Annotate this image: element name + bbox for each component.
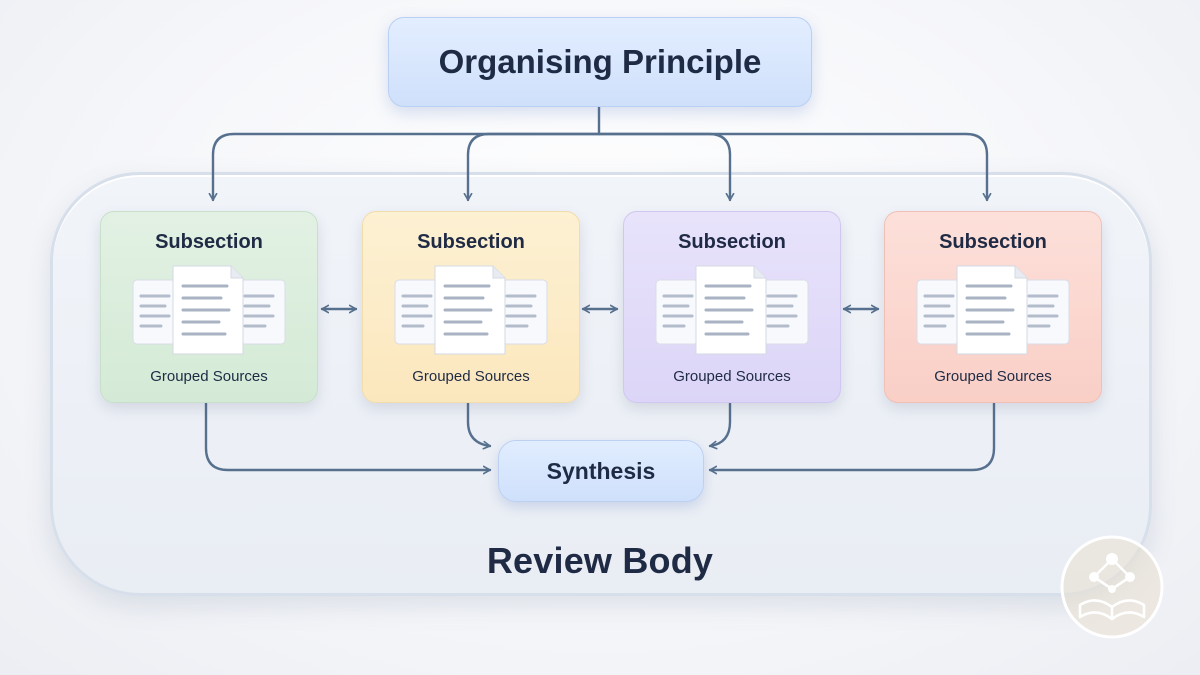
- subsection-title: Subsection: [939, 231, 1047, 253]
- document-stack-icon: [655, 265, 809, 355]
- document-stack-icon: [394, 265, 548, 355]
- subsection-card-2: Subsection Grouped Sources: [362, 211, 580, 403]
- subsection-title: Subsection: [417, 231, 525, 253]
- connector-subsection-4-to-synthesis: [708, 399, 996, 475]
- subsection-title: Subsection: [155, 231, 263, 253]
- subsection-caption: Grouped Sources: [412, 368, 530, 385]
- subsection-caption: Grouped Sources: [934, 368, 1052, 385]
- review-body-label: Review Body: [486, 540, 714, 581]
- connector-subsection-1-to-synthesis: [204, 399, 492, 475]
- connector-to-subsection-4: [597, 132, 992, 202]
- organising-principle-label: Organising Principle: [438, 43, 762, 80]
- document-stack-icon: [132, 265, 286, 355]
- subsection-caption: Grouped Sources: [673, 368, 791, 385]
- subsection-title: Subsection: [678, 231, 786, 253]
- connector-to-subsection-1: [208, 132, 601, 202]
- synthesis-box: Synthesis: [498, 440, 704, 502]
- synthesis-label: Synthesis: [546, 457, 656, 484]
- subsection-caption: Grouped Sources: [150, 368, 268, 385]
- organising-principle-box: Organising Principle: [388, 17, 812, 107]
- connector-subsection-2-to-synthesis: [466, 399, 492, 450]
- subsection-card-3: Subsection Grouped Sources: [623, 211, 841, 403]
- connector-to-subsection-2: [463, 132, 601, 202]
- open-book-network-logo: [1060, 535, 1164, 639]
- connector-to-subsection-3: [597, 132, 735, 202]
- connector-subsection-3-to-synthesis: [708, 399, 732, 450]
- subsection-card-4: Subsection Grouped Sources: [884, 211, 1102, 403]
- document-stack-icon: [916, 265, 1070, 355]
- subsection-card-1: Subsection Grouped Sources: [100, 211, 318, 403]
